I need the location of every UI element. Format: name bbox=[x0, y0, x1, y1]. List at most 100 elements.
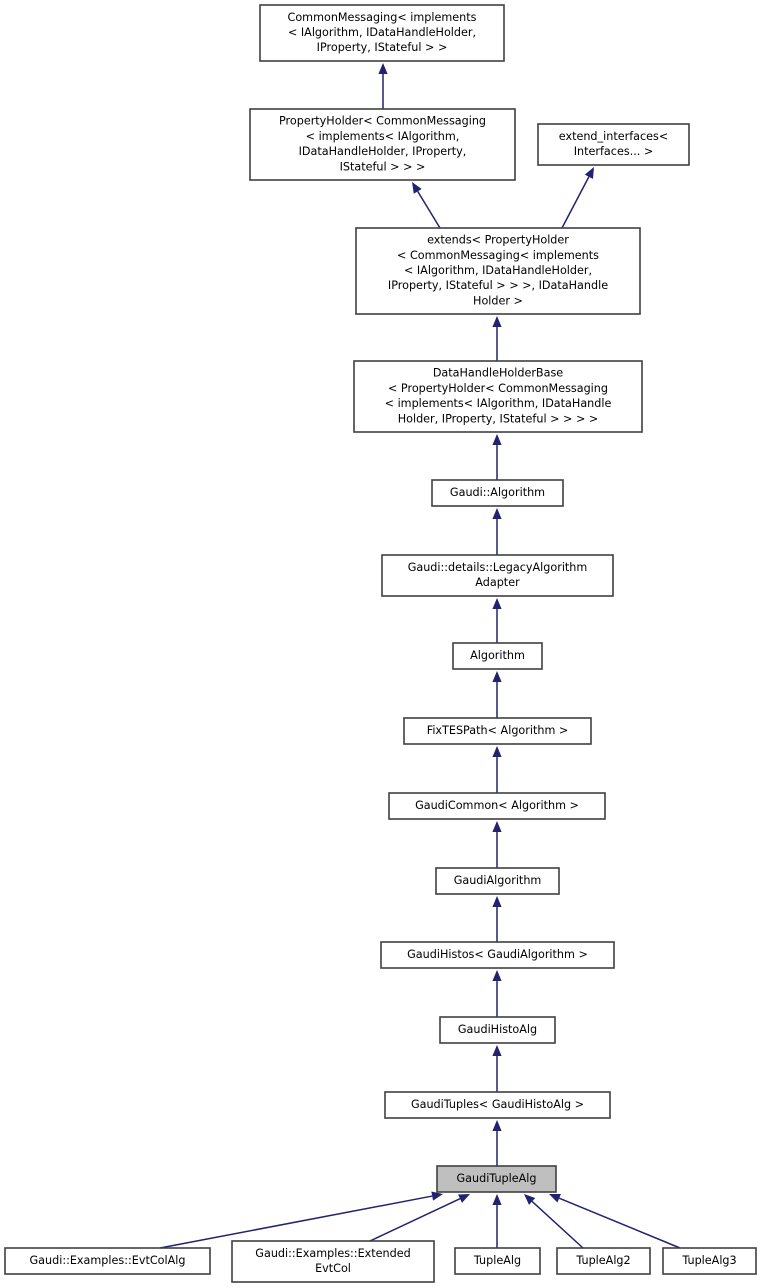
edge-arrowhead bbox=[431, 1191, 443, 1201]
inheritance-edge bbox=[412, 182, 441, 229]
edge-arrowhead bbox=[492, 598, 502, 609]
class-node-label: TupleAlg2 bbox=[575, 1254, 630, 1267]
class-node-box[interactable] bbox=[4, 1247, 211, 1275]
edge-arrowhead bbox=[492, 1194, 502, 1205]
class-node-extends[interactable]: extends< PropertyHolder< CommonMessaging… bbox=[355, 227, 641, 315]
edge-arrowhead bbox=[492, 746, 502, 757]
class-node-label: TupleAlg3 bbox=[681, 1254, 736, 1267]
class-node-gaudihistos[interactable]: GaudiHistos< GaudiAlgorithm > bbox=[380, 941, 615, 969]
class-node-commonmessaging[interactable]: CommonMessaging< implements< IAlgorithm,… bbox=[259, 4, 505, 62]
inheritance-edge bbox=[369, 1194, 470, 1242]
class-node-label: Gaudi::Algorithm bbox=[450, 486, 545, 499]
class-node-box[interactable] bbox=[431, 479, 564, 507]
inheritance-edge bbox=[492, 598, 502, 643]
nodes-layer: CommonMessaging< implements< IAlgorithm,… bbox=[4, 4, 757, 1283]
class-node-label: PropertyHolder< CommonMessaging< impleme… bbox=[279, 115, 486, 174]
class-node-tuplealg3[interactable]: TupleAlg3 bbox=[662, 1247, 757, 1275]
class-node-box[interactable] bbox=[388, 792, 606, 820]
edge-arrowhead bbox=[492, 316, 502, 327]
inheritance-edge bbox=[492, 821, 502, 868]
edge-arrowhead bbox=[378, 63, 388, 74]
class-node-tuplealg2[interactable]: TupleAlg2 bbox=[556, 1247, 651, 1275]
edge-arrowhead bbox=[549, 1193, 561, 1203]
class-node-propertyholder[interactable]: PropertyHolder< CommonMessaging< impleme… bbox=[249, 108, 516, 181]
inheritance-edge bbox=[492, 508, 502, 555]
inheritance-edge bbox=[492, 316, 502, 361]
edge-arrowhead bbox=[524, 1194, 536, 1205]
inheritance-edge bbox=[159, 1191, 443, 1249]
class-node-fixtespath[interactable]: FixTESPath< Algorithm > bbox=[403, 717, 592, 745]
class-node-box[interactable] bbox=[454, 1247, 541, 1275]
edge-arrowhead bbox=[458, 1194, 470, 1203]
edge-arrowhead bbox=[492, 970, 502, 981]
edge-arrowhead bbox=[492, 671, 502, 682]
class-node-label: GaudiCommon< Algorithm > bbox=[415, 799, 579, 812]
class-node-box[interactable] bbox=[384, 1091, 611, 1119]
inheritance-edge bbox=[561, 167, 594, 229]
class-node-algorithm[interactable]: Algorithm bbox=[452, 642, 543, 670]
class-node-gaudihistoalg[interactable]: GaudiHistoAlg bbox=[439, 1016, 556, 1044]
class-node-box[interactable] bbox=[380, 941, 615, 969]
class-node-label: FixTESPath< Algorithm > bbox=[427, 724, 569, 737]
edge-line bbox=[531, 1200, 584, 1249]
class-node-label: Algorithm bbox=[470, 649, 525, 662]
inheritance-edge bbox=[492, 970, 502, 1017]
class-node-extend-interfaces[interactable]: extend_interfaces<Interfaces... > bbox=[537, 123, 690, 166]
class-node-tuplealg[interactable]: TupleAlg bbox=[454, 1247, 541, 1275]
inheritance-edge bbox=[492, 434, 502, 480]
class-node-box[interactable] bbox=[381, 554, 614, 597]
class-node-label: GaudiHistoAlg bbox=[458, 1023, 537, 1036]
class-node-gaudituplealg[interactable]: GaudiTupleAlg bbox=[436, 1165, 557, 1193]
class-node-box[interactable] bbox=[355, 227, 641, 315]
edge-line bbox=[561, 176, 590, 229]
inheritance-edge bbox=[492, 746, 502, 793]
class-node-label: extends< PropertyHolder< CommonMessaging… bbox=[388, 234, 608, 308]
class-node-box[interactable] bbox=[435, 867, 560, 895]
class-node-box[interactable] bbox=[662, 1247, 757, 1275]
class-node-box[interactable] bbox=[436, 1165, 557, 1193]
class-node-gaudicommon[interactable]: GaudiCommon< Algorithm > bbox=[388, 792, 606, 820]
class-node-label: GaudiTupleAlg bbox=[456, 1172, 536, 1185]
class-node-box[interactable] bbox=[259, 4, 505, 62]
edge-arrowhead bbox=[584, 167, 594, 179]
edge-arrowhead bbox=[492, 821, 502, 832]
class-node-gauditupes[interactable]: GaudiTuples< GaudiHistoAlg > bbox=[384, 1091, 611, 1119]
edge-arrowhead bbox=[412, 182, 422, 194]
edge-line bbox=[159, 1195, 433, 1249]
class-node-label: GaudiAlgorithm bbox=[454, 874, 542, 887]
inheritance-edge bbox=[492, 896, 502, 942]
edge-line bbox=[558, 1197, 681, 1249]
edge-arrowhead bbox=[492, 434, 502, 445]
class-node-gaudialgorithm[interactable]: GaudiAlgorithm bbox=[435, 867, 560, 895]
class-node-box[interactable] bbox=[556, 1247, 651, 1275]
edge-line bbox=[369, 1198, 461, 1242]
class-node-box[interactable] bbox=[249, 108, 516, 181]
inheritance-edge bbox=[492, 1120, 502, 1166]
edges-layer bbox=[159, 63, 681, 1249]
class-node-box[interactable] bbox=[537, 123, 690, 166]
class-node-box[interactable] bbox=[439, 1016, 556, 1044]
class-node-label: GaudiTuples< GaudiHistoAlg > bbox=[411, 1098, 584, 1111]
edge-arrowhead bbox=[492, 508, 502, 519]
class-node-evtcolalg[interactable]: Gaudi::Examples::EvtColAlg bbox=[4, 1247, 211, 1275]
class-node-box[interactable] bbox=[231, 1240, 435, 1283]
inheritance-edge bbox=[492, 671, 502, 718]
inheritance-edge bbox=[549, 1193, 681, 1249]
class-node-datahandleholderbase[interactable]: DataHandleHolderBase< PropertyHolder< Co… bbox=[353, 360, 643, 433]
edge-arrowhead bbox=[492, 1120, 502, 1131]
edge-line bbox=[417, 191, 441, 229]
inheritance-edge bbox=[524, 1194, 584, 1249]
class-node-gaudi-algorithm[interactable]: Gaudi::Algorithm bbox=[431, 479, 564, 507]
class-node-box[interactable] bbox=[403, 717, 592, 745]
class-node-box[interactable] bbox=[452, 642, 543, 670]
class-node-label: CommonMessaging< implements< IAlgorithm,… bbox=[288, 11, 477, 54]
class-node-box[interactable] bbox=[353, 360, 643, 433]
class-node-label: GaudiHistos< GaudiAlgorithm > bbox=[407, 948, 588, 961]
inheritance-edge bbox=[492, 1194, 502, 1248]
edge-arrowhead bbox=[492, 896, 502, 907]
